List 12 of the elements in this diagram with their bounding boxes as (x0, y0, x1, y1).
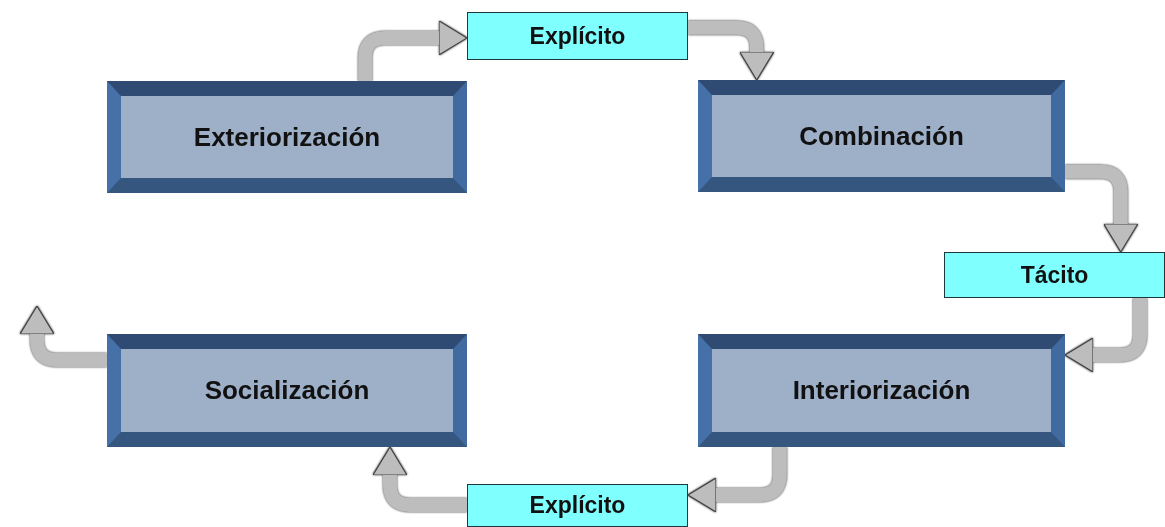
curved-arrow (19, 305, 107, 367)
process-box: Exteriorización (107, 81, 467, 193)
state-box: Tácito (944, 252, 1165, 298)
curved-arrow (372, 446, 467, 513)
curved-arrow (688, 20, 775, 81)
process-box: Interiorización (698, 334, 1065, 447)
curved-arrow (687, 447, 787, 513)
state-box: Explícito (467, 12, 688, 60)
process-box: Combinación (698, 80, 1065, 192)
curved-arrow (358, 20, 468, 81)
process-box: Socialización (107, 334, 467, 447)
state-box: Explícito (467, 484, 688, 527)
